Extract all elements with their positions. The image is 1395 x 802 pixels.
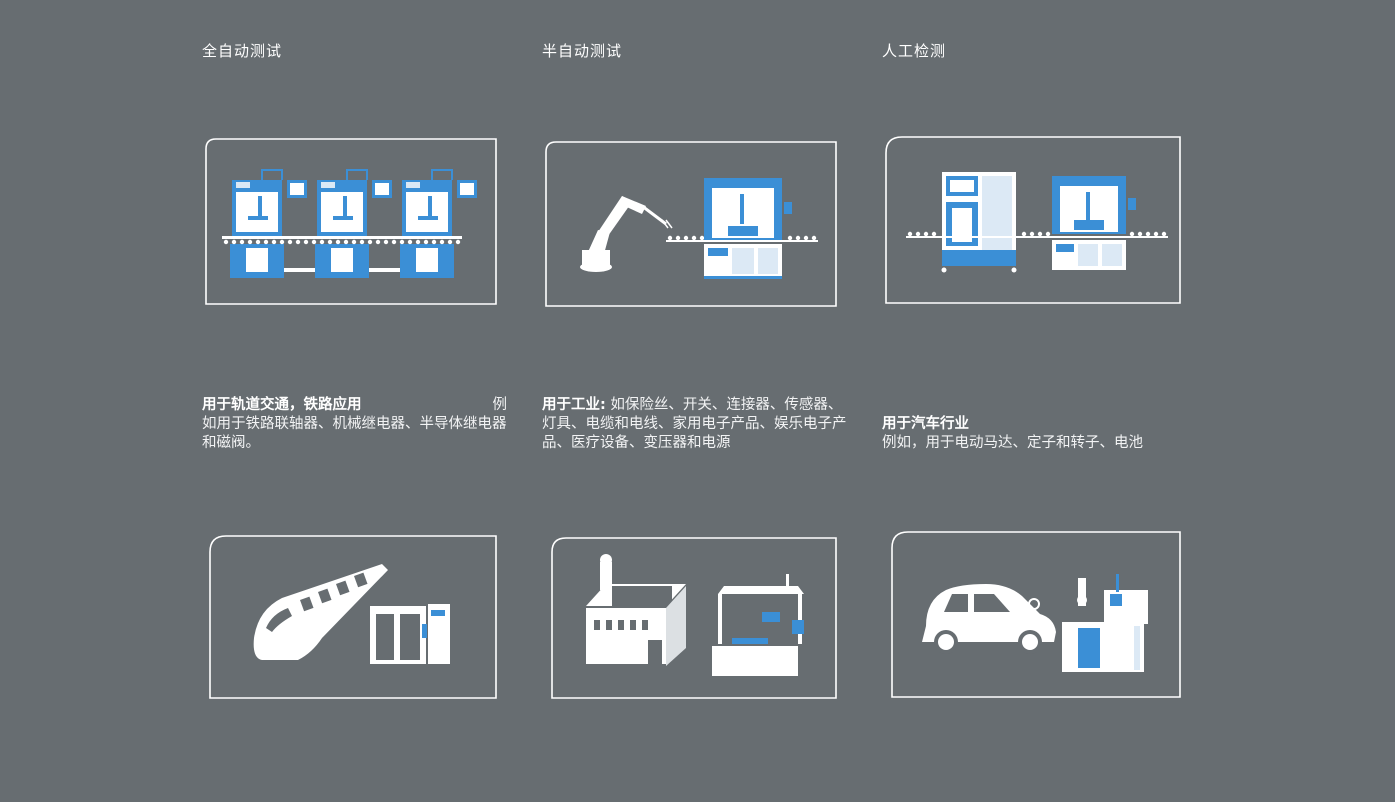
description-lead: 用于工业: [542,397,606,413]
train-icon [202,528,512,708]
car-icon [882,528,1192,708]
description-tail: 例 [492,397,508,413]
column-title: 半自动测试 [542,42,623,60]
description-body: 如用于铁路联轴器、机械继电器、半导体继电器和磁阀。 [202,416,507,451]
automated-production-line-icon [202,132,512,312]
description-lead: 用于轨道交通，铁路应用 [202,397,362,413]
column-manual: 人工检测 [882,0,1202,802]
robot-arm-test-station-icon [542,132,852,312]
column-description: 用于工业: 如保险丝、开关、连接器、传感器、灯具、电缆和电线、家用电子产品、娱乐… [542,396,847,453]
column-automated: 全自动测试 [202,0,522,802]
factory-icon [542,528,852,708]
description-body: 如保险丝、开关、连接器、传感器、灯具、电缆和电线、家用电子产品、娱乐电子产品、医… [542,397,847,451]
description-lead: 用于汽车行业 [882,416,969,432]
manual-inspection-station-icon [882,132,1192,312]
column-title: 全自动测试 [202,42,283,60]
column-semi-automated: 半自动测试 [542,0,862,802]
column-title: 人工检测 [882,42,947,60]
column-description: 例 用于轨道交通，铁路应用 如用于铁路联轴器、机械继电器、半导体继电器和磁阀。 [202,396,507,453]
description-body: 例如，用于电动马达、定子和转子、电池 [882,435,1143,451]
column-description: 用于汽车行业 例如，用于电动马达、定子和转子、电池 [882,396,1187,453]
